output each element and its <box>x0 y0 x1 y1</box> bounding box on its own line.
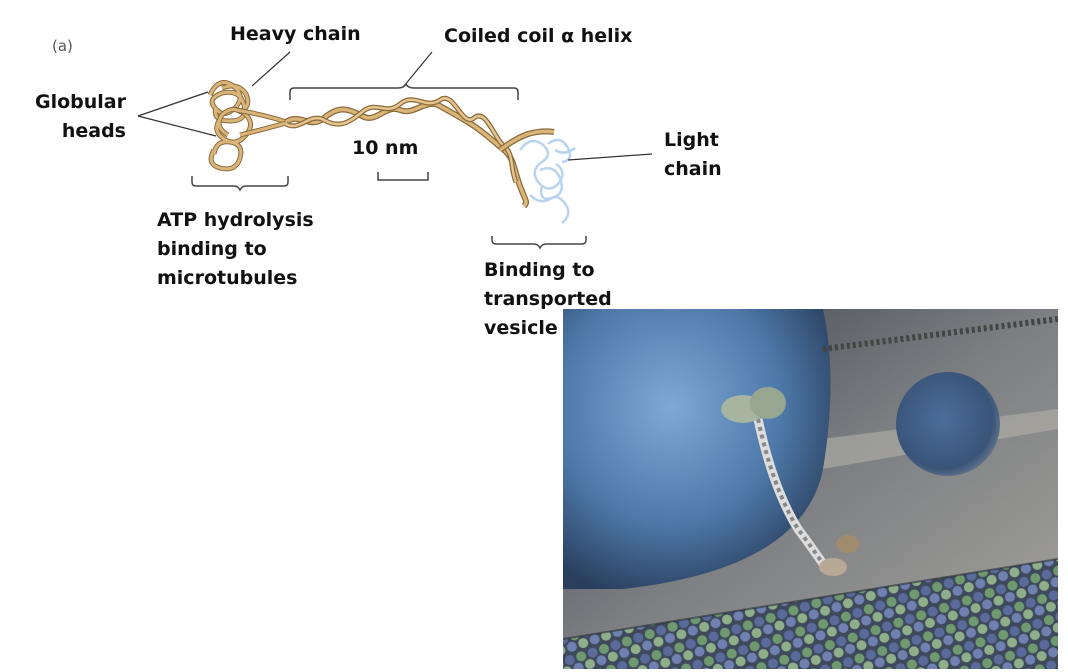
heads-brace <box>191 176 289 192</box>
light-chain-illustration <box>518 138 576 224</box>
heavy-chain-pointer <box>251 51 291 87</box>
coiled-coil-brace <box>289 82 519 100</box>
neck-top-fill <box>235 108 287 124</box>
scale-bar <box>377 172 429 181</box>
globular-pointer-top <box>137 91 209 117</box>
panel-label: (a) <box>52 37 73 55</box>
light-chain-label: Light chain <box>664 129 722 180</box>
globular-head-top-fill <box>208 81 250 123</box>
atp-hydrolysis-label: ATP hydrolysis binding to microtubules <box>157 209 314 289</box>
globular-head-bottom-fill <box>209 108 252 171</box>
binding-vesicle-label: Binding to transported vesicle <box>484 259 612 339</box>
coiled-coil-stalk <box>284 95 555 209</box>
globular-heads-label: Globular heads <box>35 91 126 142</box>
heavy-chain-label: Heavy chain <box>230 23 361 45</box>
neck-bottom-fill <box>239 121 287 137</box>
light-chain-brace <box>491 236 587 250</box>
coiled-coil-pointer <box>403 51 433 87</box>
coiled-coil-label: Coiled coil α helix <box>444 25 633 47</box>
globular-pointer-bottom <box>137 115 217 137</box>
kinesin-3d-render <box>563 309 1058 669</box>
scale-label: 10 nm <box>352 137 419 159</box>
light-chain-pointer <box>567 153 653 161</box>
